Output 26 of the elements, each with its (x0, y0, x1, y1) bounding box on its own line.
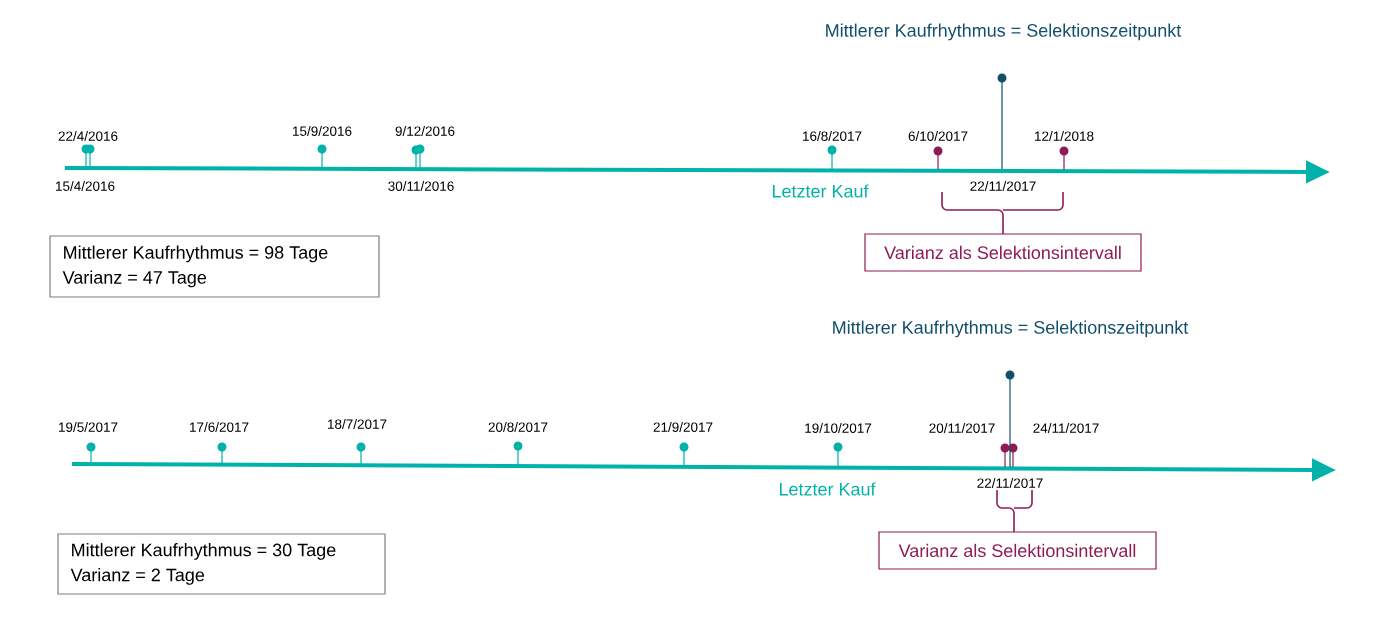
callout-box: Varianz als Selektionsintervall (878, 531, 1157, 570)
date-label: 9/12/2016 (395, 126, 455, 136)
marker-label: Letzter Kauf (772, 184, 869, 198)
heading-text: Mittlerer Kaufrhythmus = Selektionszeitpunkt (833, 320, 1189, 338)
date-label: 21/9/2017 (653, 422, 713, 432)
date-label: 19/10/2017 (805, 423, 872, 433)
date-label: 12/1/2018 (1035, 131, 1094, 141)
date-label: 22/11/2017 (970, 181, 1036, 191)
date-label: 22/11/2017 (977, 478, 1043, 488)
date-label: 22/4/2016 (58, 131, 118, 141)
date-label: 15/9/2016 (293, 126, 352, 136)
info-box: Mittlerer Kaufrhythmus = 30 Tage Varianz = 2 Tage (57, 533, 386, 595)
date-label: 17/6/2017 (190, 422, 249, 432)
date-label: 18/7/2017 (328, 419, 387, 429)
date-label: 19/5/2017 (59, 422, 118, 432)
date-label: 20/11/2017 (929, 423, 995, 433)
date-label: 30/11/2016 (388, 181, 454, 191)
date-label: 20/8/2017 (488, 422, 548, 432)
callout-box: Varianz als Selektionsintervall (864, 233, 1142, 272)
date-label: 16/8/2017 (803, 131, 862, 141)
date-label: 6/10/2017 (908, 131, 968, 141)
date-label: 24/11/2017 (1033, 423, 1099, 433)
date-label: 15/4/2016 (56, 181, 115, 191)
marker-label: Letzter Kauf (779, 482, 876, 496)
info-box: Mittlerer Kaufrhythmus = 98 Tage Varianz = 47 Tage (49, 235, 380, 298)
heading-text: Mittlerer Kaufrhythmus = Selektionszeitpunkt (826, 23, 1182, 41)
